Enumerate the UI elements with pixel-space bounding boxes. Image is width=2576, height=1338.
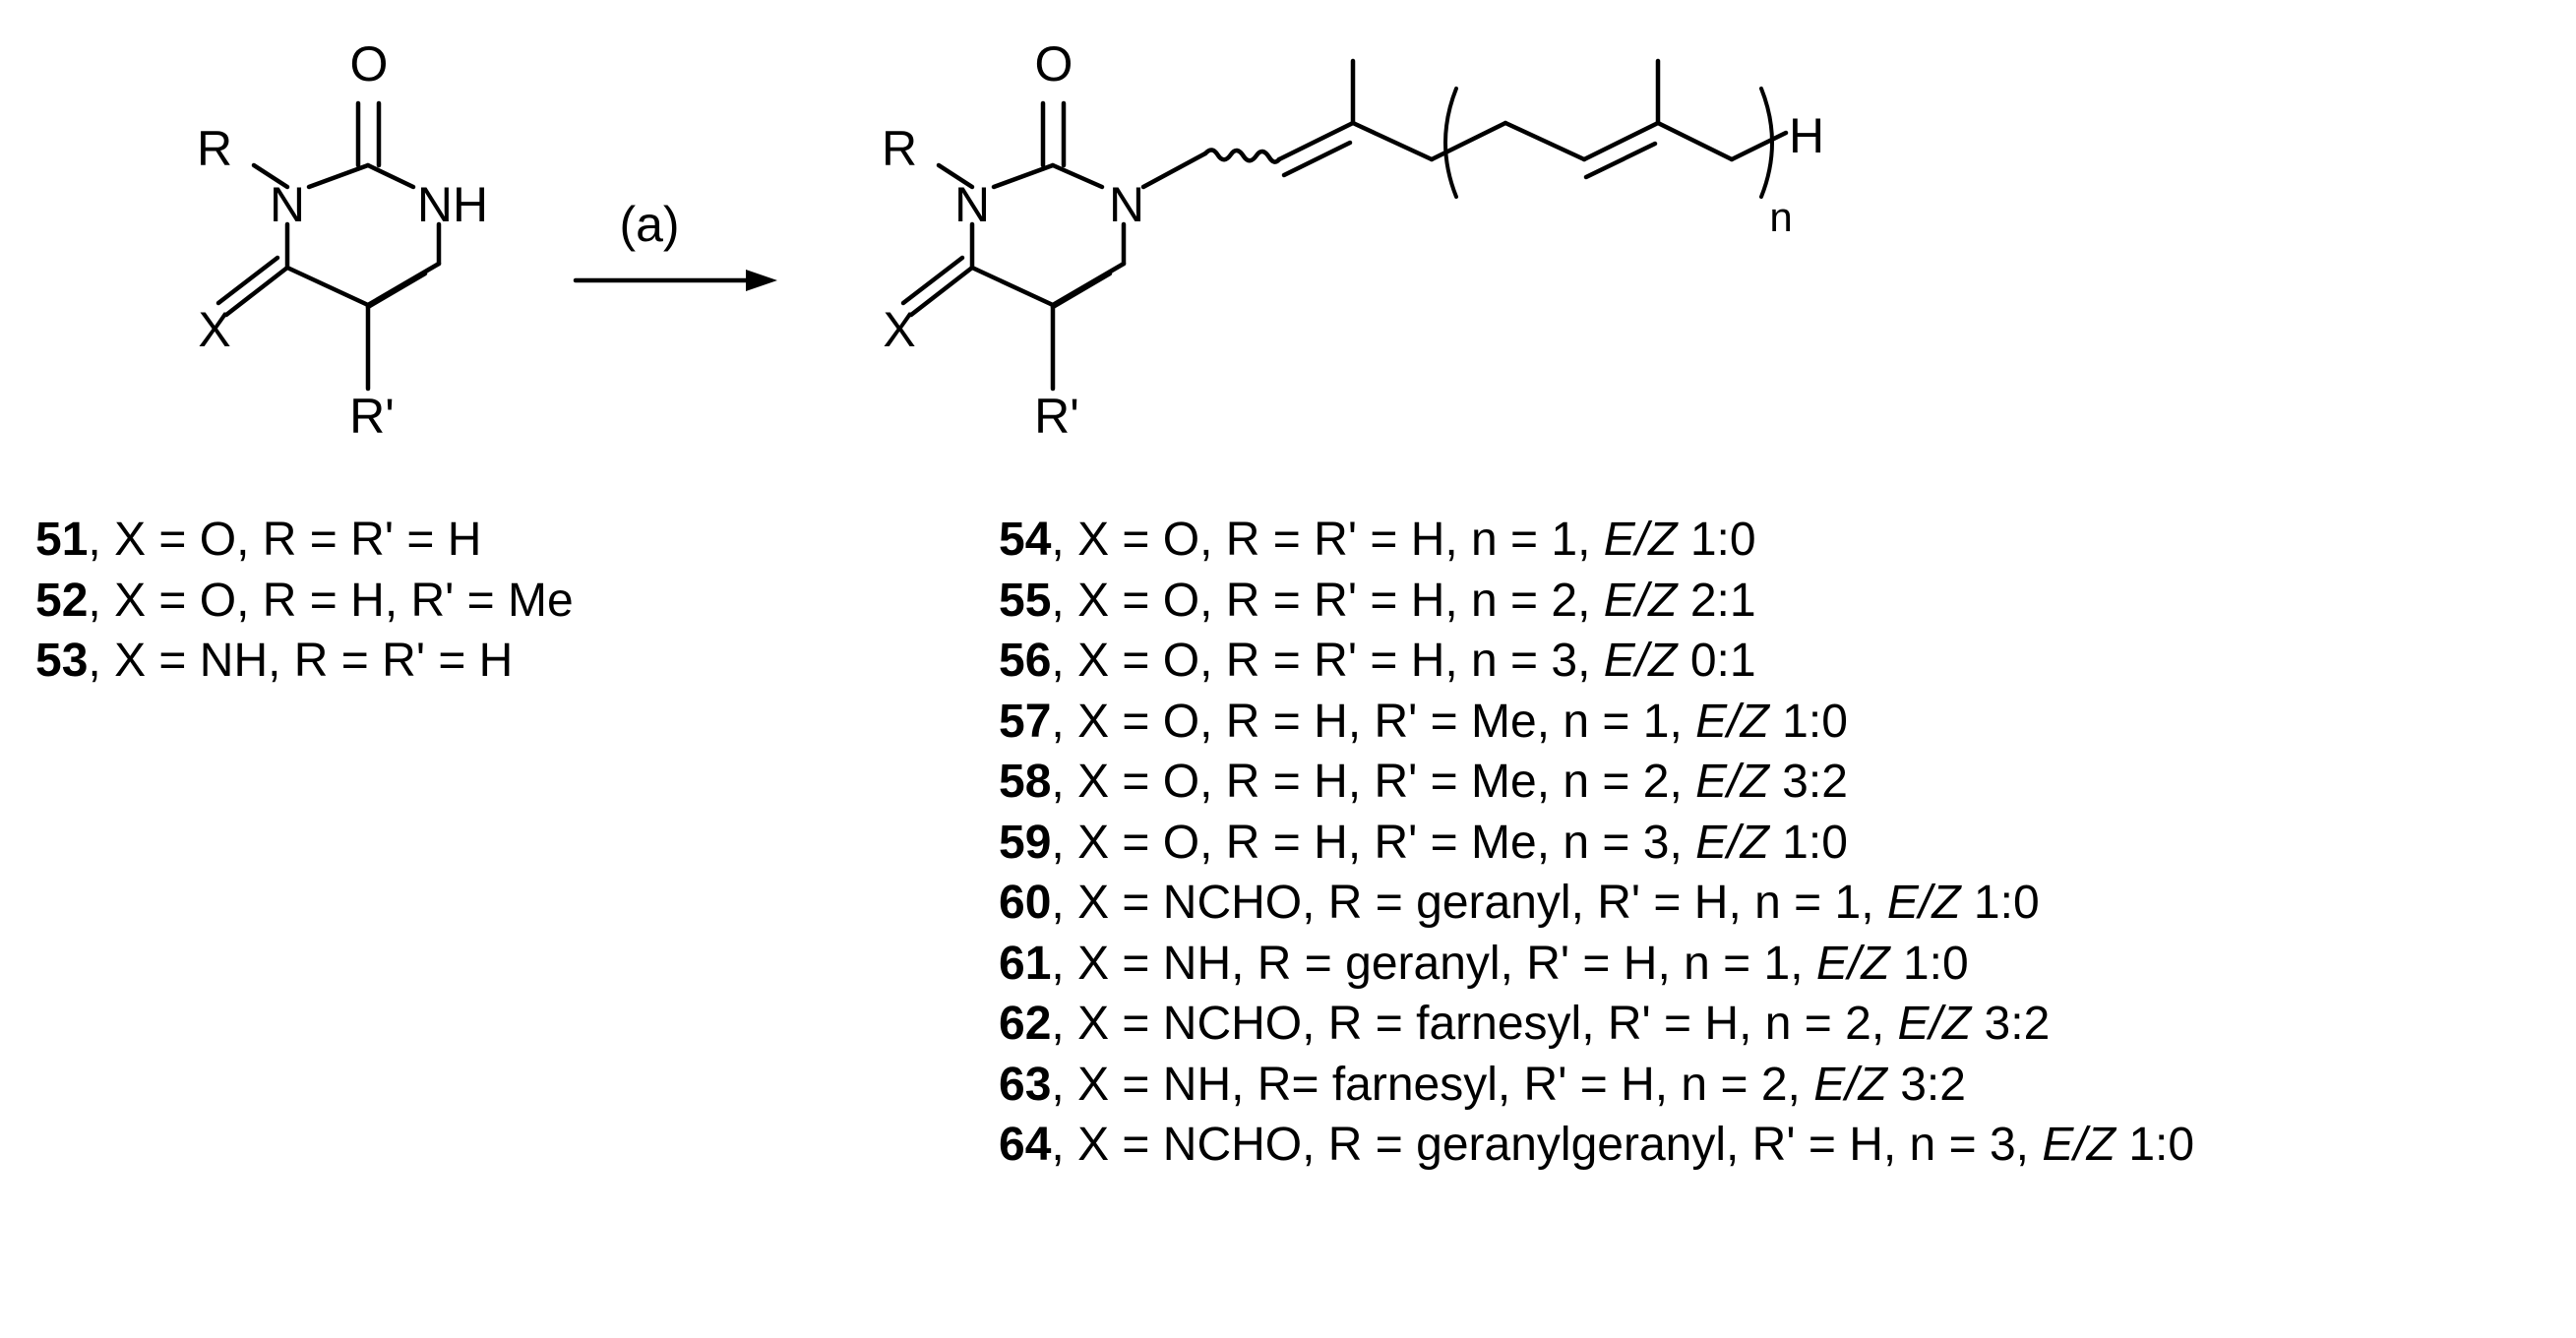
product-atom-oxygen: O <box>1035 36 1073 91</box>
product-atom-labels: O R N N X R' H n <box>882 36 1824 444</box>
compound-description: , X = O, R = R' = H <box>88 514 482 566</box>
list-item: 56, X = O, R = R' = H, n = 3, E/Z 0:1 <box>999 631 2194 692</box>
compound-description: , X = O, R = H, R' = Me, n = 2, <box>1051 756 1696 808</box>
list-item: 51, X = O, R = R' = H <box>35 510 574 571</box>
ez-ratio: 1:0 <box>1902 937 1969 990</box>
compound-number: 61 <box>999 937 1052 990</box>
ez-label: E/Z <box>1897 998 1972 1050</box>
compound-description: , X = O, R = R' = H, n = 2, <box>1051 574 1604 627</box>
ez-ratio: 1:0 <box>1973 877 2040 929</box>
compound-number: 62 <box>999 998 1052 1050</box>
compound-description: , X = NCHO, R = farnesyl, R' = H, n = 2, <box>1051 998 1898 1050</box>
reaction-condition-label: (a) <box>619 197 679 252</box>
compound-number: 54 <box>999 514 1052 566</box>
reaction-scheme: O R N NH X R' (a) <box>197 36 1824 444</box>
start-atom-r-prime: R' <box>349 389 395 444</box>
list-item: 55, X = O, R = R' = H, n = 2, E/Z 2:1 <box>999 571 2194 632</box>
list-item: 64, X = NCHO, R = geranylgeranyl, R' = H… <box>999 1115 2194 1176</box>
list-item: 60, X = NCHO, R = geranyl, R' = H, n = 1… <box>999 873 2194 934</box>
start-atom-nh: NH <box>417 177 488 232</box>
product-atom-r-prime: R' <box>1034 389 1079 444</box>
list-item: 52, X = O, R = H, R' = Me <box>35 571 574 632</box>
ez-label: E/Z <box>1815 937 1890 990</box>
ez-label: E/Z <box>2042 1119 2116 1171</box>
compound-number: 63 <box>999 1058 1052 1111</box>
compound-number: 55 <box>999 574 1052 627</box>
ez-ratio: 2:1 <box>1689 574 1756 627</box>
starting-material-atom-labels: O R N NH X R' <box>197 36 488 444</box>
compound-description: , X = O, R = H, R' = Me, n = 3, <box>1051 816 1696 869</box>
compound-number: 56 <box>999 635 1052 687</box>
compound-description: , X = O, R = R' = H, n = 3, <box>1051 635 1604 687</box>
product-atom-r: R <box>882 121 917 176</box>
ez-ratio: 1:0 <box>1689 514 1756 566</box>
compound-description: , X = NCHO, R = geranyl, R' = H, n = 1, <box>1051 877 1887 929</box>
ez-label: E/Z <box>1695 816 1769 869</box>
compound-description: , X = O, R = R' = H, n = 1, <box>1051 514 1604 566</box>
ez-label: E/Z <box>1603 574 1678 627</box>
list-item: 59, X = O, R = H, R' = Me, n = 3, E/Z 1:… <box>999 813 2194 874</box>
starting-material-structure <box>215 100 442 392</box>
start-atom-oxygen: O <box>350 36 389 91</box>
compound-number: 52 <box>35 574 89 627</box>
product-atom-h: H <box>1789 108 1824 163</box>
ez-label: E/Z <box>1603 635 1678 687</box>
start-atom-r: R <box>197 121 232 176</box>
list-item: 61, X = NH, R = geranyl, R' = H, n = 1, … <box>999 934 2194 995</box>
list-item: 57, X = O, R = H, R' = Me, n = 1, E/Z 1:… <box>999 692 2194 753</box>
ez-ratio: 1:0 <box>2128 1119 2195 1171</box>
product-atom-n1: N <box>1109 177 1144 232</box>
start-atom-x: X <box>198 302 230 357</box>
compound-number: 51 <box>35 514 89 566</box>
product-atom-n3: N <box>954 177 990 232</box>
start-atom-n3: N <box>270 177 305 232</box>
product-list: 54, X = O, R = R' = H, n = 1, E/Z 1:0 55… <box>999 510 2194 1176</box>
compound-description: , X = NH, R = R' = H <box>88 635 514 687</box>
compound-number: 64 <box>999 1119 1052 1171</box>
list-item: 62, X = NCHO, R = farnesyl, R' = H, n = … <box>999 994 2194 1055</box>
compound-number: 60 <box>999 877 1052 929</box>
reaction-arrow <box>573 270 777 291</box>
list-item: 54, X = O, R = R' = H, n = 1, E/Z 1:0 <box>999 510 2194 571</box>
ez-ratio: 1:0 <box>1782 695 1848 748</box>
compound-description: , X = NCHO, R = geranylgeranyl, R' = H, … <box>1051 1119 2043 1171</box>
compound-description: , X = O, R = H, R' = Me, n = 1, <box>1051 695 1696 748</box>
ez-label: E/Z <box>1695 695 1769 748</box>
ez-label: E/Z <box>1695 756 1769 808</box>
compound-number: 57 <box>999 695 1052 748</box>
ez-ratio: 1:0 <box>1782 816 1848 869</box>
compound-number: 59 <box>999 816 1052 869</box>
list-item: 58, X = O, R = H, R' = Me, n = 2, E/Z 3:… <box>999 752 2194 813</box>
compound-description: , X = O, R = H, R' = Me <box>88 574 574 627</box>
ez-label: E/Z <box>1813 1058 1887 1111</box>
product-subscript-n: n <box>1769 194 1792 240</box>
product-structure <box>900 58 1789 392</box>
ez-ratio: 0:1 <box>1689 635 1756 687</box>
compound-description: , X = NH, R = geranyl, R' = H, n = 1, <box>1051 937 1816 990</box>
ez-label: E/Z <box>1603 514 1678 566</box>
compound-number: 53 <box>35 635 89 687</box>
product-atom-x: X <box>883 302 915 357</box>
list-item: 63, X = NH, R= farnesyl, R' = H, n = 2, … <box>999 1055 2194 1116</box>
starting-material-list: 51, X = O, R = R' = H 52, X = O, R = H, … <box>35 510 574 692</box>
list-item: 53, X = NH, R = R' = H <box>35 631 574 692</box>
ez-ratio: 3:2 <box>1984 998 2051 1050</box>
compound-number: 58 <box>999 756 1052 808</box>
ez-label: E/Z <box>1886 877 1961 929</box>
compound-description: , X = NH, R= farnesyl, R' = H, n = 2, <box>1051 1058 1814 1111</box>
ez-ratio: 3:2 <box>1782 756 1848 808</box>
ez-ratio: 3:2 <box>1900 1058 1966 1111</box>
